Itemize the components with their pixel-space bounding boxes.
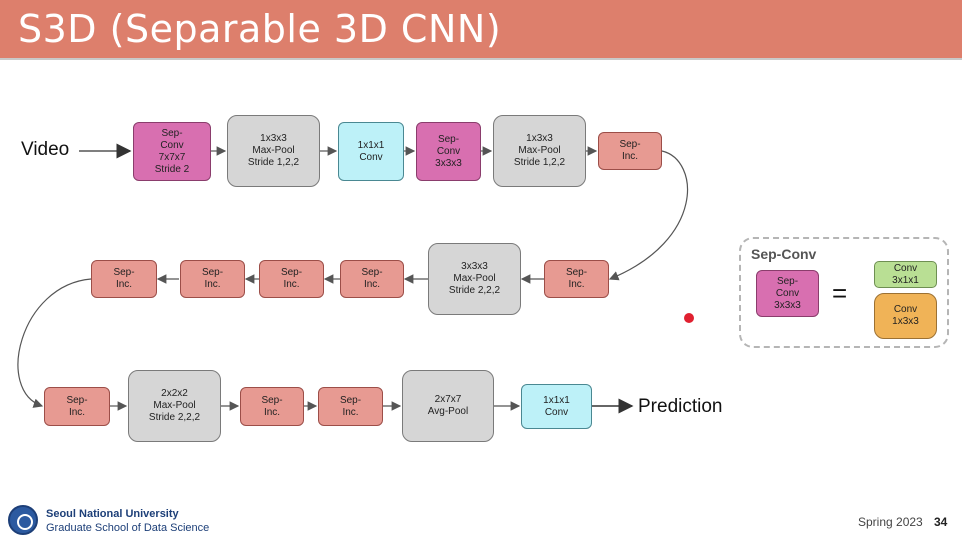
- block-sep-inc: Sep- Inc.: [91, 260, 157, 298]
- block-sep-inc: Sep- Inc.: [544, 260, 609, 298]
- block-max-pool-2x2x2: 2x2x2 Max-Pool Stride 2,2,2: [128, 370, 221, 442]
- legend-title: Sep-Conv: [751, 246, 817, 262]
- block-sep-inc: Sep- Inc.: [259, 260, 324, 298]
- footer-school: Graduate School of Data Science: [46, 522, 210, 534]
- legend-equals-sign: =: [832, 278, 848, 308]
- sep-conv-legend: Sep-Conv: [739, 237, 949, 348]
- arrow-r1-to-r2: [608, 150, 689, 281]
- block-sep-conv-3x3x3: Sep- Conv 3x3x3: [416, 122, 481, 181]
- block-conv-1x1x1-b: 1x1x1 Conv: [521, 384, 592, 429]
- footer-semester: Spring 2023: [858, 515, 923, 529]
- block-sep-inc: Sep- Inc.: [340, 260, 404, 298]
- block-sep-conv-7x7x7: Sep- Conv 7x7x7 Stride 2: [133, 122, 211, 181]
- output-label-prediction: Prediction: [638, 396, 723, 417]
- block-max-pool-1x3x3-b: 1x3x3 Max-Pool Stride 1,2,2: [493, 115, 586, 187]
- block-sep-inc: Sep- Inc.: [240, 387, 304, 426]
- block-max-pool-1x3x3-a: 1x3x3 Max-Pool Stride 1,2,2: [227, 115, 320, 187]
- block-sep-inc: Sep- Inc.: [44, 387, 110, 426]
- block-sep-inc: Sep- Inc.: [180, 260, 245, 298]
- laser-pointer-dot: [684, 313, 694, 323]
- block-conv-1x1x1-a: 1x1x1 Conv: [338, 122, 404, 181]
- page-number: 34: [934, 515, 948, 529]
- slide-title: S3D (Separable 3D CNN): [18, 7, 502, 51]
- legend-sep-conv-3x3x3: Sep- Conv 3x3x3: [756, 270, 819, 317]
- block-sep-inc: Sep- Inc.: [598, 132, 662, 170]
- footer-university: Seoul National University: [46, 508, 179, 520]
- block-max-pool-3x3x3: 3x3x3 Max-Pool Stride 2,2,2: [428, 243, 521, 315]
- block-avg-pool-2x7x7: 2x7x7 Avg-Pool: [402, 370, 494, 442]
- university-logo: [8, 505, 38, 535]
- input-label-video: Video: [21, 139, 70, 160]
- legend-conv-1x3x3: Conv 1x3x3: [874, 293, 937, 339]
- slide-header: S3D (Separable 3D CNN): [0, 0, 962, 60]
- arrow-r2-to-r3: [17, 278, 92, 408]
- legend-conv-3x1x1: Conv 3x1x1: [874, 261, 937, 288]
- block-sep-inc: Sep- Inc.: [318, 387, 383, 426]
